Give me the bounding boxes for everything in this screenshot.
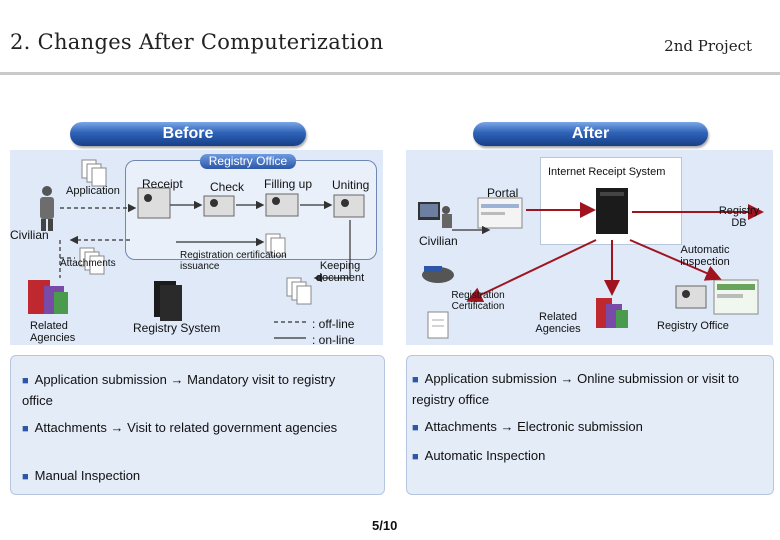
after-bullet-3: ■ Automatic Inspection — [412, 446, 762, 467]
internet-receipt-label: Internet Receipt System — [548, 166, 666, 178]
registry-system-label: Registry System — [133, 321, 221, 335]
bullet-square-icon: ■ — [412, 451, 419, 463]
before-bullet-3-text: Manual Inspection — [34, 468, 141, 483]
keeping-docs-icon — [286, 277, 312, 305]
registry-system-server-icon — [154, 281, 182, 321]
inspection-workers-icon — [675, 285, 707, 309]
before-bullet-3: ■ Manual Inspection — [22, 466, 362, 487]
inspection-screen-icon — [713, 279, 759, 315]
application-docs-icon — [81, 159, 107, 187]
uniting-label: Uniting — [332, 178, 370, 192]
bullet-square-icon: ■ — [22, 423, 29, 435]
registration-certification-label: Registration Certification — [451, 290, 505, 312]
issuance-label: Registration certification issuance — [180, 250, 287, 272]
office-worker-icons — [137, 187, 365, 219]
after-related-agencies-icon — [596, 298, 628, 328]
portal-label: Portal — [487, 186, 519, 200]
tab-after: After — [473, 122, 708, 146]
title-divider — [0, 72, 780, 75]
legend-online: : on-line — [312, 333, 355, 347]
registry-office-label-after: Registry Office — [657, 320, 729, 332]
before-bullet-2: ■ Attachments → Visit to related governme… — [22, 418, 362, 439]
related-agencies-label-after: Related Agencies — [535, 311, 581, 335]
bullet-square-icon: ■ — [412, 374, 419, 386]
after-bullet-2-text: Attachments → Electronic submission — [424, 419, 643, 434]
filling-up-label: Filling up — [264, 177, 313, 191]
check-label: Check — [210, 180, 245, 194]
keeping-document-label: Keeping document — [315, 260, 365, 284]
legend-offline: : off-line — [312, 317, 355, 331]
attachments-docs-icon — [79, 247, 105, 275]
before-bullet-2-text: Attachments → Visit to related governmen… — [34, 420, 338, 435]
phone-icon — [422, 266, 454, 283]
after-bullet-1: ■Application submission → Online submiss… — [412, 369, 762, 410]
tab-before: Before — [70, 122, 306, 146]
before-bullet-1-text: Application submission → Mandatory visit… — [22, 372, 336, 408]
certificate-docs-icon — [265, 233, 286, 257]
civilian-computer-icon — [418, 202, 452, 228]
after-bullet-3-text: Automatic Inspection — [424, 448, 546, 463]
automatic-inspection-label: Automatic inspection — [680, 244, 730, 268]
after-bullet-1-text: Application submission → Online submissi… — [412, 371, 739, 407]
after-summary-panel — [406, 355, 774, 495]
bullet-square-icon: ■ — [22, 375, 29, 387]
bullet-square-icon: ■ — [22, 471, 29, 483]
project-label: 2nd Project — [664, 37, 752, 55]
page-title: 2. Changes After Computerization — [10, 30, 384, 54]
attachments-label: Attachments — [60, 258, 116, 269]
registration-certificate-icon — [427, 311, 449, 339]
civilian-person-icon — [40, 186, 54, 231]
portal-screen-icon — [477, 197, 523, 229]
before-bullet-1: ■Application submission → Mandatory visi… — [22, 370, 362, 411]
registry-office-tab: Registry Office — [200, 154, 296, 169]
civilian-label-after: Civilian — [419, 234, 458, 248]
application-label: Application — [66, 185, 120, 197]
before-diagram-area — [10, 150, 383, 345]
related-agencies-label-before: Related Agencies — [30, 320, 76, 344]
civilian-label-before: Civilian — [10, 228, 49, 242]
page-number: 5/10 — [372, 518, 398, 533]
registry-db-server-icon — [596, 188, 628, 234]
bullet-square-icon: ■ — [412, 422, 419, 434]
after-bullet-2: ■ Attachments → Electronic submission — [412, 417, 762, 438]
after-connectors — [452, 202, 764, 303]
before-summary-panel — [10, 355, 385, 495]
related-agencies-building-icon — [28, 280, 68, 314]
receipt-label: Receipt — [142, 177, 183, 191]
before-connectors — [59, 200, 351, 339]
registry-db-label: Registry DB — [718, 205, 760, 229]
